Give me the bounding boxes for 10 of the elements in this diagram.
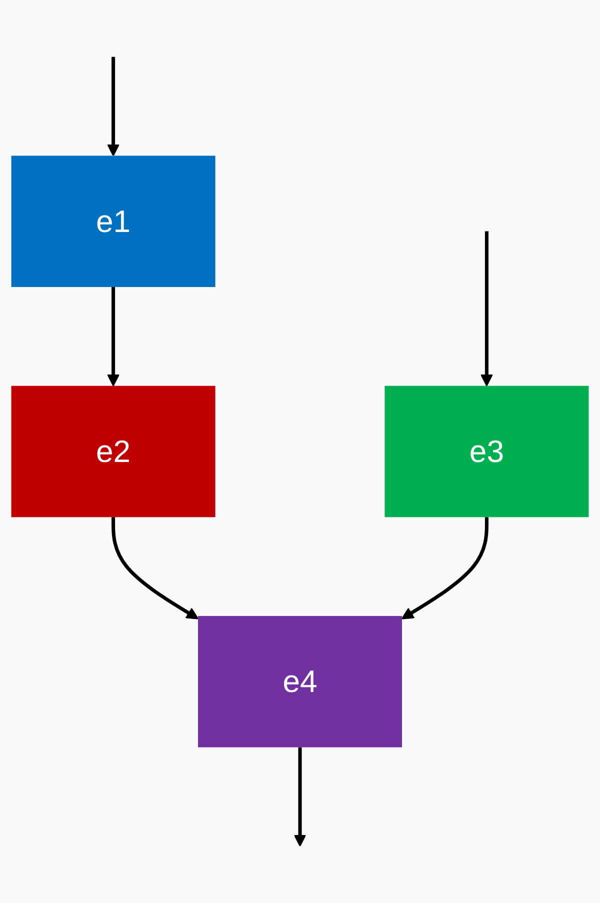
arrow bbox=[107, 287, 120, 386]
node-box: e1 bbox=[11, 156, 216, 288]
arrow bbox=[107, 56, 120, 156]
arrow bbox=[480, 231, 493, 386]
node-box: e3 bbox=[384, 386, 589, 518]
arrow bbox=[401, 517, 488, 620]
node-box: e4 bbox=[198, 616, 402, 748]
node-box: e2 bbox=[11, 386, 216, 518]
arrow bbox=[294, 747, 306, 847]
arrow bbox=[112, 517, 199, 620]
